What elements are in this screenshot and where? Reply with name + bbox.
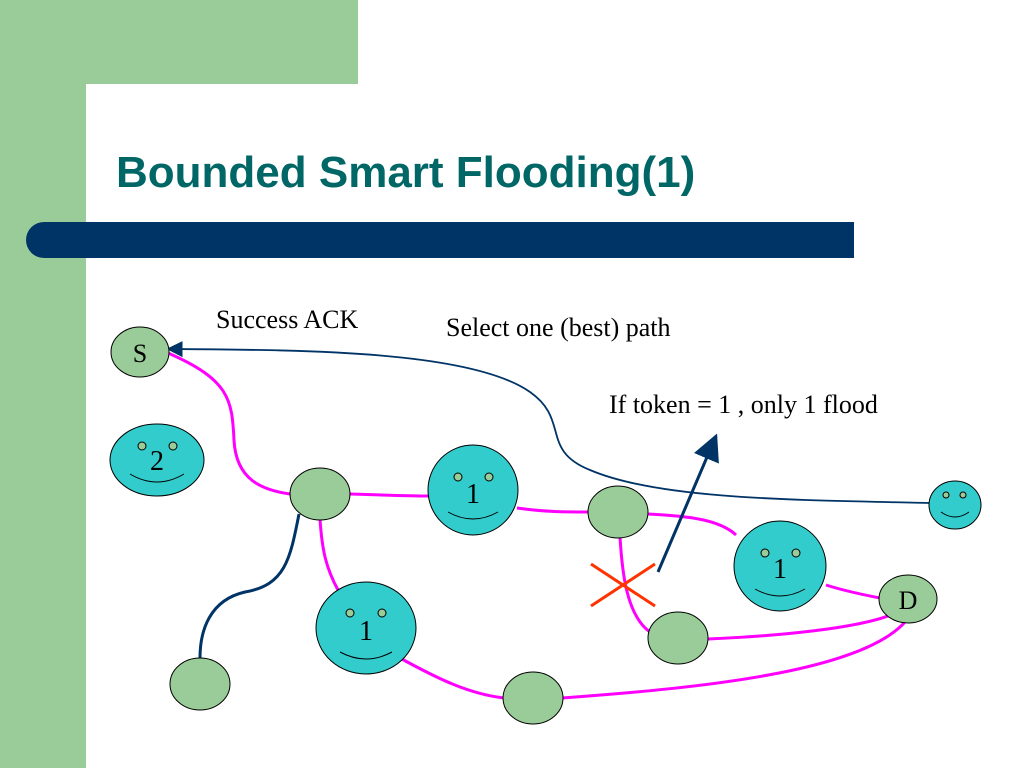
link-f2-n5: [399, 656, 505, 700]
slide-title: Bounded Smart Flooding(1): [116, 148, 696, 197]
node-relay-1: [289, 467, 351, 521]
link-n1-f1: [349, 492, 429, 498]
green-side-strip: [0, 0, 86, 768]
node-relay-5: [502, 671, 564, 725]
token-arrow: [656, 433, 719, 573]
face-node-token-1-b: [315, 581, 417, 675]
link-n2-f3: [647, 512, 738, 537]
blocked-x-mark: [590, 562, 656, 608]
token-label-1-a: 1: [466, 479, 480, 510]
token-label-2: 2: [150, 446, 164, 477]
link-f3-d: [825, 583, 881, 600]
node-relay-2: [587, 485, 649, 539]
link-n4-d: [707, 612, 894, 641]
select-path-label: Select one (best) path: [446, 313, 671, 342]
link-n5-d: [561, 620, 907, 700]
link-n1-n6: [198, 513, 301, 659]
face-node-token-1-a: [427, 444, 519, 536]
link-n1-f2: [318, 518, 340, 591]
link-s-n1: [167, 351, 291, 496]
node-source: [110, 326, 170, 378]
success-ack-label: Success ACK: [216, 305, 359, 334]
source-label: S: [133, 339, 147, 368]
token-label-1-c: 1: [773, 554, 787, 585]
ack-path: [166, 341, 933, 504]
link-n2-n4: [618, 536, 651, 634]
face-node-target: [928, 480, 982, 530]
face-node-token-2: [109, 423, 205, 497]
token-rule-label: If token = 1 , only 1 flood: [609, 390, 878, 419]
node-destination: [878, 574, 938, 624]
title-underline-bar: [26, 222, 854, 258]
face-node-token-1-c: [733, 520, 827, 612]
node-relay-6: [169, 657, 231, 711]
token-label-1-b: 1: [359, 616, 373, 647]
link-f1-n2: [516, 506, 590, 514]
destination-label: D: [899, 586, 918, 615]
node-relay-4: [647, 611, 709, 665]
